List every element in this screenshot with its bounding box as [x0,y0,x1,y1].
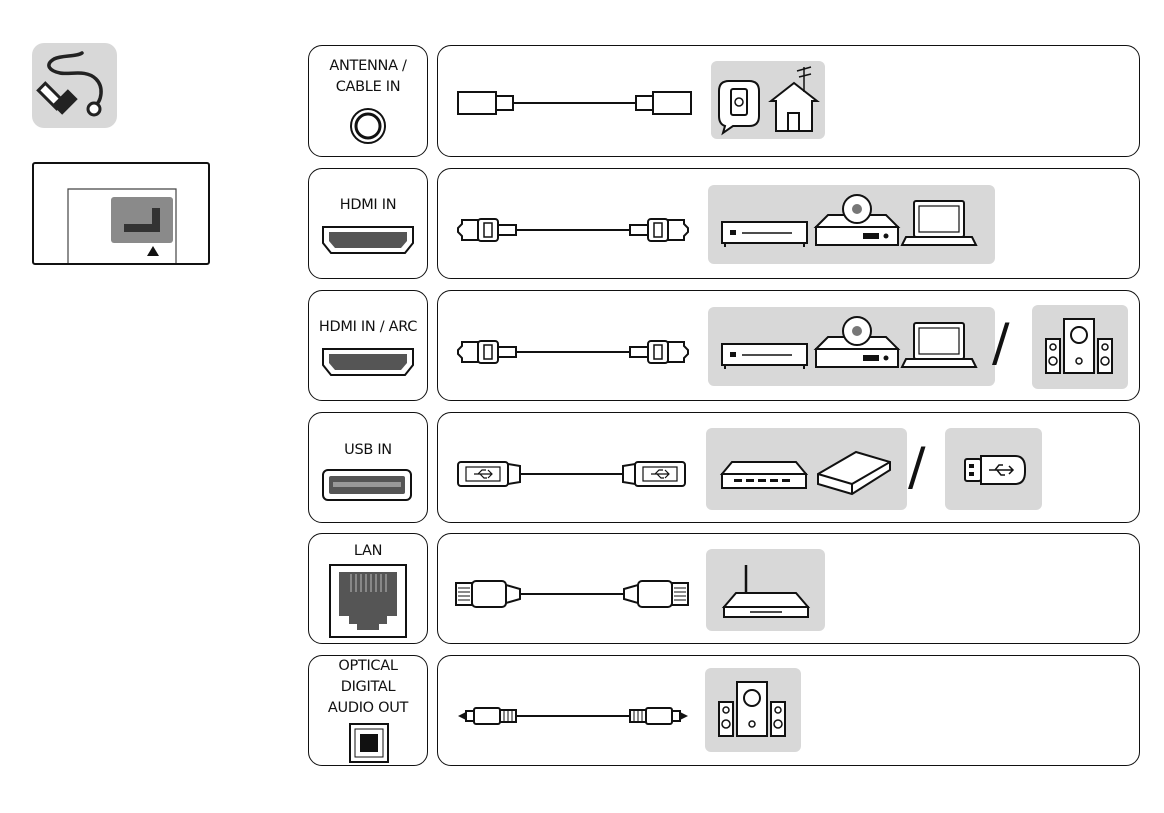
port-optical: OPTICAL DIGITAL AUDIO OUT [308,655,428,766]
port-antenna: ANTENNA / CABLE IN [308,45,428,157]
lan-cable-icon [438,534,698,645]
speaker-system-icon [705,668,801,752]
connection-row-antenna [437,45,1140,157]
usb-storage-group [706,428,907,510]
hard-drive-icon [818,452,890,494]
separator-slash: / [992,313,1010,373]
set-top-box-icon [722,344,807,369]
separator-slash: / [908,437,926,497]
hdmi-cable-icon [438,291,698,402]
optical-port-icon [309,656,429,767]
cable-plug-icon [32,43,117,128]
laptop-icon [902,323,976,367]
laptop-icon [902,201,976,245]
port-lan: LAN [308,533,428,644]
port-hdmi-arc: HDMI IN / ARC [308,290,428,401]
usb-port-icon [309,413,429,524]
rear-panel-icon [32,162,210,265]
coaxial-cable-icon [438,46,688,158]
usb-stick-icon [945,428,1042,510]
connection-row-lan [437,533,1140,644]
hdmi-port-icon [309,169,429,280]
disc-player-icon [816,195,898,245]
connection-row-hdmi-arc: / [437,290,1140,401]
disc-player-icon [816,317,898,367]
antenna-house-icon [711,61,825,139]
hdmi-devices-group [708,185,995,264]
set-top-box-icon [722,222,807,247]
usb-cable-icon [438,413,698,524]
connection-row-usb: / [437,412,1140,523]
router-icon [706,549,825,631]
coax-port-icon [309,46,429,158]
port-usb: USB IN [308,412,428,523]
hdmi-cable-icon [438,169,698,280]
hdmi-arc-devices-group [708,307,995,386]
hdmi-arc-port-icon [309,291,429,402]
connection-row-optical [437,655,1140,766]
optical-cable-icon [438,656,698,767]
connection-row-hdmi [437,168,1140,279]
port-hdmi: HDMI IN [308,168,428,279]
usb-hub-icon [722,462,806,488]
lan-port-icon [309,534,429,645]
speaker-system-icon [1032,305,1128,389]
